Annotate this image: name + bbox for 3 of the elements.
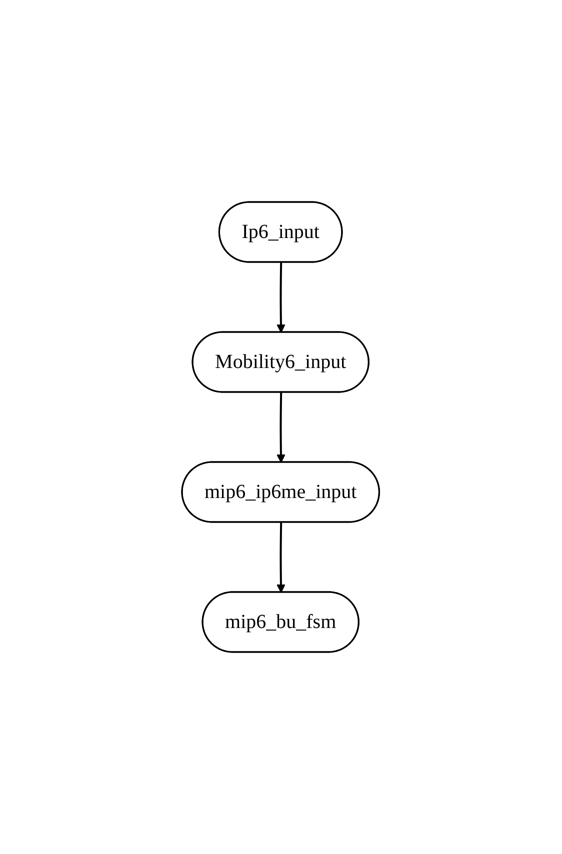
arrow [277, 522, 286, 593]
arrow [277, 392, 286, 463]
arrow [277, 262, 286, 333]
